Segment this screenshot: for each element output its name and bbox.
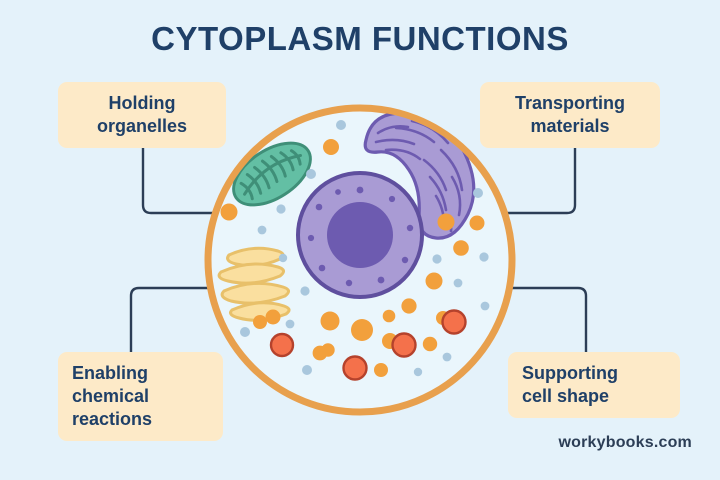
callout-line: Enabling [72,363,148,383]
callout-line: Transporting [514,93,625,113]
vesicle [323,139,339,155]
vesicle [351,319,373,341]
vesicle [469,215,485,231]
cytoplasm-particle [278,253,288,263]
cytoplasm-particle [285,319,295,329]
cytoplasm-particle [442,352,452,362]
golgi-layer-3 [220,281,290,305]
endoplasmic-reticulum-membranes [374,119,464,233]
callout-line: materials [530,116,610,137]
page-title: CYTOPLASM FUNCTIONS [151,20,569,57]
lysosomes-group [269,309,467,381]
connector-lines-group [129,135,588,354]
lysosome [269,332,295,358]
endoplasmic-reticulum [363,111,476,240]
callout-supporting-cell-shape[interactable]: Supporting cell shape [508,352,680,419]
vesicle [253,315,267,329]
vesicle [382,309,396,323]
cytoplasm-particle [432,254,442,264]
mitochondrion [232,141,312,207]
golgi-apparatus [217,246,291,322]
vesicles-group [220,139,485,377]
vesicle [437,213,455,231]
lysosome [342,355,368,381]
vesicle [425,272,443,290]
vesicle [422,336,438,352]
vesicle [265,309,281,325]
cytoplasm-particle [413,367,423,377]
cytoplasm-particle [479,252,489,262]
callout-line: chemical [72,386,150,407]
cytoplasm-particle [240,327,250,337]
callout-line: organelles [96,116,188,137]
vesicle [374,363,388,377]
vesicle [453,240,469,256]
cytoplasm-particle [302,365,312,375]
vesicle [312,345,328,361]
nucleolus [327,202,393,268]
vesicle [320,311,340,331]
vesicle [220,203,238,221]
callout-line: reactions [72,409,153,430]
connector-line-enabling-reactions [129,286,234,354]
lysosome [391,332,417,358]
callout-line: Holding [108,93,176,113]
connector-line-transporting-materials [487,135,577,215]
callout-holding-organelles[interactable]: Holding organelles [58,82,226,149]
vesicle [401,298,417,314]
lysosome [441,309,467,335]
cytoplasm-particle [480,301,490,311]
cytoplasm-particle [336,120,346,130]
callout-line: Supporting [522,363,618,383]
nucleus-chromatin-dots [307,186,414,287]
mitochondrion-cristae [239,149,303,201]
callout-transporting-materials[interactable]: Transporting materials [480,82,660,149]
cytoplasm-particle [276,204,286,214]
cytoplasm-particle [473,188,483,198]
callout-enabling-chemical-reactions[interactable]: Enabling chemical reactions [58,352,223,442]
golgi-layer-2 [217,262,285,285]
cytoplasm-particle [257,225,267,235]
cytoplasm-particle [300,286,310,296]
cytoplasm-particle [306,169,316,179]
connector-line-supporting-cell-shape [487,286,588,354]
watermark: workybooks.com [558,434,692,451]
nucleus [296,171,424,299]
callout-line: cell shape [522,386,610,407]
cytoplasm-particle [453,278,463,288]
connector-line-holding-organelles [141,135,234,215]
